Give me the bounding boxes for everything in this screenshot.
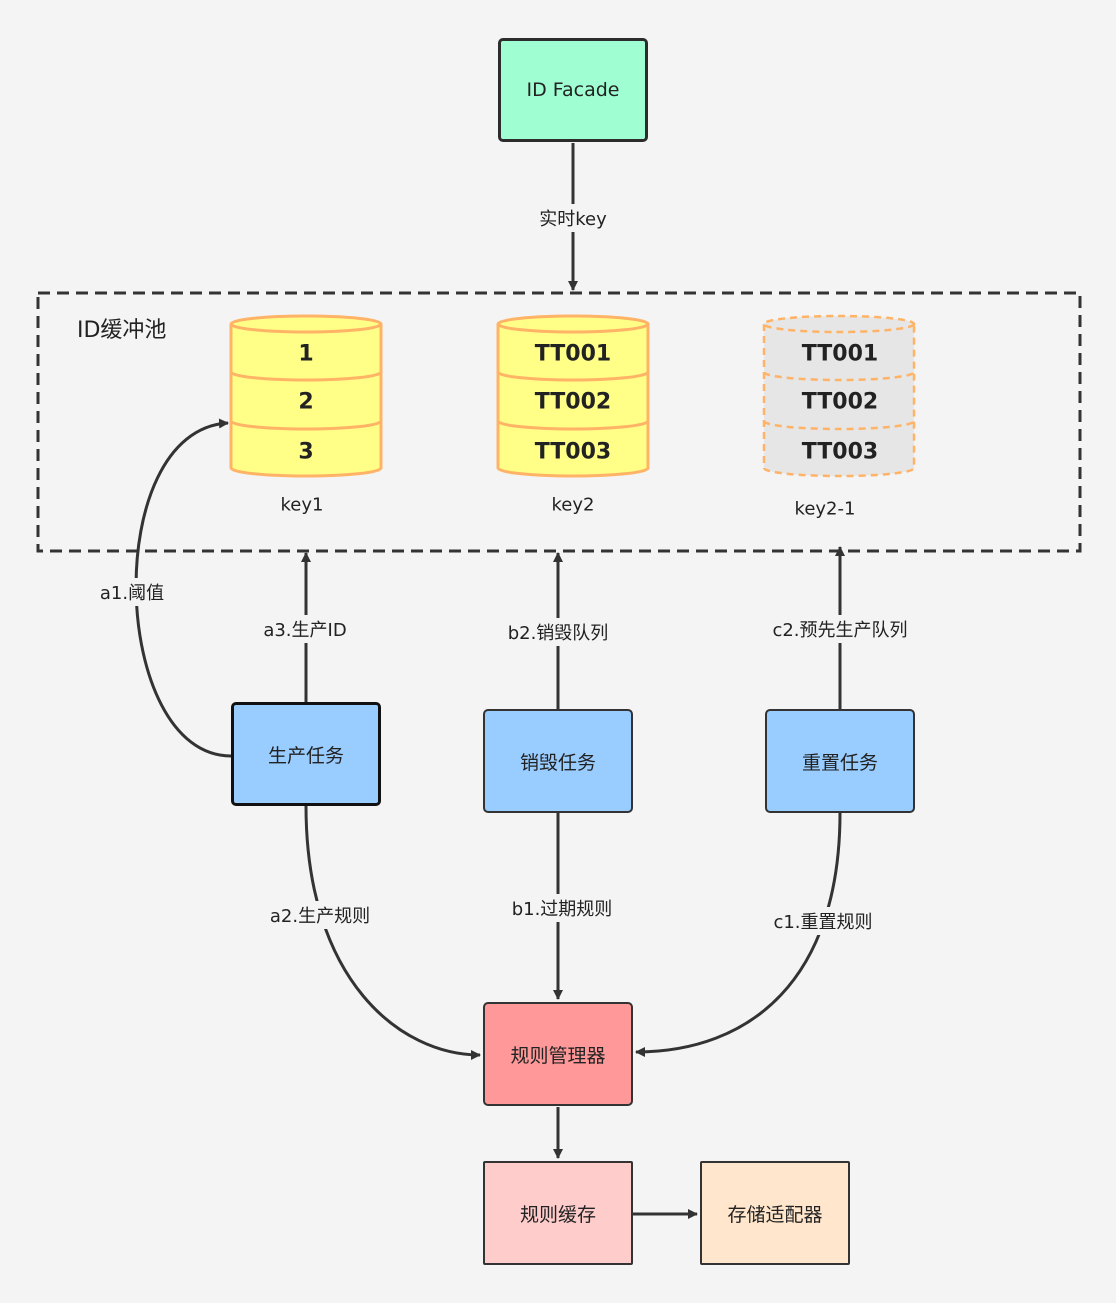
edge-a2 (304, 805, 481, 1060)
id-facade-node: ID Facade (498, 38, 648, 142)
edge-label-b1: b1.过期规则 (508, 894, 616, 922)
db-key2-1-item-2: TT002 (801, 389, 879, 415)
storage-adapter-node: 存储适配器 (700, 1161, 850, 1265)
db-key2-1-item-1: TT001 (801, 341, 879, 367)
edge-c1 (635, 812, 842, 1057)
reset-task-label: 重置任务 (801, 751, 878, 774)
storage-adapter-label: 存储适配器 (727, 1203, 823, 1226)
id-pool-title: ID缓冲池 (77, 318, 167, 343)
db-key2-label: key2 (551, 494, 595, 516)
edge-label-a1: a1.阈值 (96, 578, 168, 606)
db-key2-item-2: TT002 (534, 389, 612, 415)
db-key2-item-1: TT001 (534, 341, 612, 367)
edge-label-c2: c2.预先生产队列 (769, 615, 911, 643)
db-key1-label: key1 (280, 494, 324, 516)
rule-manager-label: 规则管理器 (510, 1044, 606, 1067)
rule-manager-node: 规则管理器 (483, 1002, 633, 1106)
rule-cache-label: 规则缓存 (519, 1203, 596, 1226)
db-key1 (229, 314, 383, 478)
db-key1-item-1: 1 (298, 341, 314, 367)
destroy-task-node: 销毁任务 (483, 709, 633, 813)
edge-label-b2: b2.销毁队列 (504, 618, 612, 646)
db-key1-item-2: 2 (298, 389, 314, 415)
destroy-task-label: 销毁任务 (519, 751, 596, 774)
produce-task-node: 生产任务 (231, 702, 381, 806)
db-key2-item-3: TT003 (534, 439, 612, 465)
edge-label-a2: a2.生产规则 (266, 901, 374, 929)
db-key1-item-3: 3 (298, 439, 314, 465)
reset-task-node: 重置任务 (765, 709, 915, 813)
edge-label-c1: c1.重置规则 (770, 907, 876, 935)
db-key2-1-label: key2-1 (794, 498, 856, 520)
db-key2-1 (762, 314, 916, 478)
rule-cache-node: 规则缓存 (483, 1161, 633, 1265)
id-facade-label: ID Facade (526, 79, 620, 101)
id-pool-container (36, 291, 1082, 553)
edge-label-realtime-key: 实时key (536, 204, 610, 232)
db-key2-1-item-3: TT003 (801, 439, 879, 465)
edge-label-a3: a3.生产ID (260, 615, 350, 643)
db-key2 (496, 314, 650, 478)
produce-task-label: 生产任务 (267, 744, 344, 767)
